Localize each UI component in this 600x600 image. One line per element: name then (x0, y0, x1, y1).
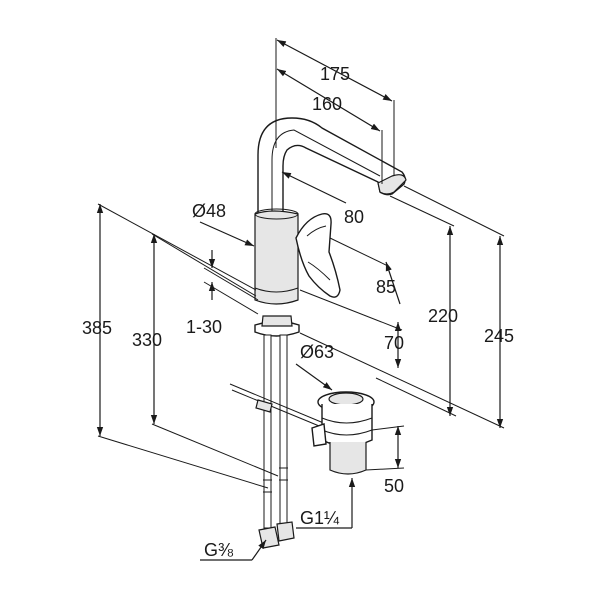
body-cylinder (254, 210, 299, 305)
label-1-30: 1-30 (186, 317, 222, 337)
label-160: 160 (312, 94, 342, 114)
pop-up-rod (229, 383, 327, 429)
label-diameter-48: Ø48 (192, 201, 226, 221)
supply-nut-right (276, 521, 295, 542)
dim-line-85 (385, 261, 401, 305)
body-top-ring (254, 208, 299, 220)
waste-plug (328, 392, 364, 406)
label-g38: G⅜ (204, 540, 234, 560)
hose-ferrules (263, 467, 288, 493)
waste-connector (311, 423, 327, 447)
waste-rings (321, 417, 373, 436)
dimension-labels: 175 160 Ø48 80 85 70 220 245 385 330 1-3… (82, 64, 514, 560)
body-bottom-ring (254, 287, 299, 293)
label-50: 50 (384, 476, 404, 496)
rod-clip (255, 399, 273, 413)
label-245: 245 (484, 326, 514, 346)
label-175: 175 (320, 64, 350, 84)
label-diameter-63: Ø63 (300, 342, 334, 362)
waste-assembly (311, 391, 375, 475)
dim-line-160 (276, 68, 381, 132)
label-85: 85 (376, 277, 396, 297)
label-80: 80 (344, 207, 364, 227)
spout (257, 117, 406, 216)
label-330: 330 (132, 330, 162, 350)
waste-body (321, 404, 373, 447)
leader-63 (295, 363, 333, 391)
lever-handle (295, 213, 341, 298)
mounting-nut (261, 315, 293, 327)
leader-g38-arrow (251, 539, 267, 561)
supply-hose-right (279, 334, 288, 529)
leader-48 (199, 221, 255, 247)
label-70: 70 (384, 333, 404, 353)
dimension-lines (96, 38, 505, 561)
label-385: 385 (82, 318, 112, 338)
supply-hose-left (263, 334, 272, 529)
spout-tip (377, 174, 407, 195)
label-220: 220 (428, 306, 458, 326)
dim-line-80 (281, 171, 347, 204)
lever-detail (306, 225, 331, 281)
waste-tail (329, 442, 367, 475)
faucet (229, 117, 407, 549)
label-g114: G1¼ (300, 508, 340, 528)
